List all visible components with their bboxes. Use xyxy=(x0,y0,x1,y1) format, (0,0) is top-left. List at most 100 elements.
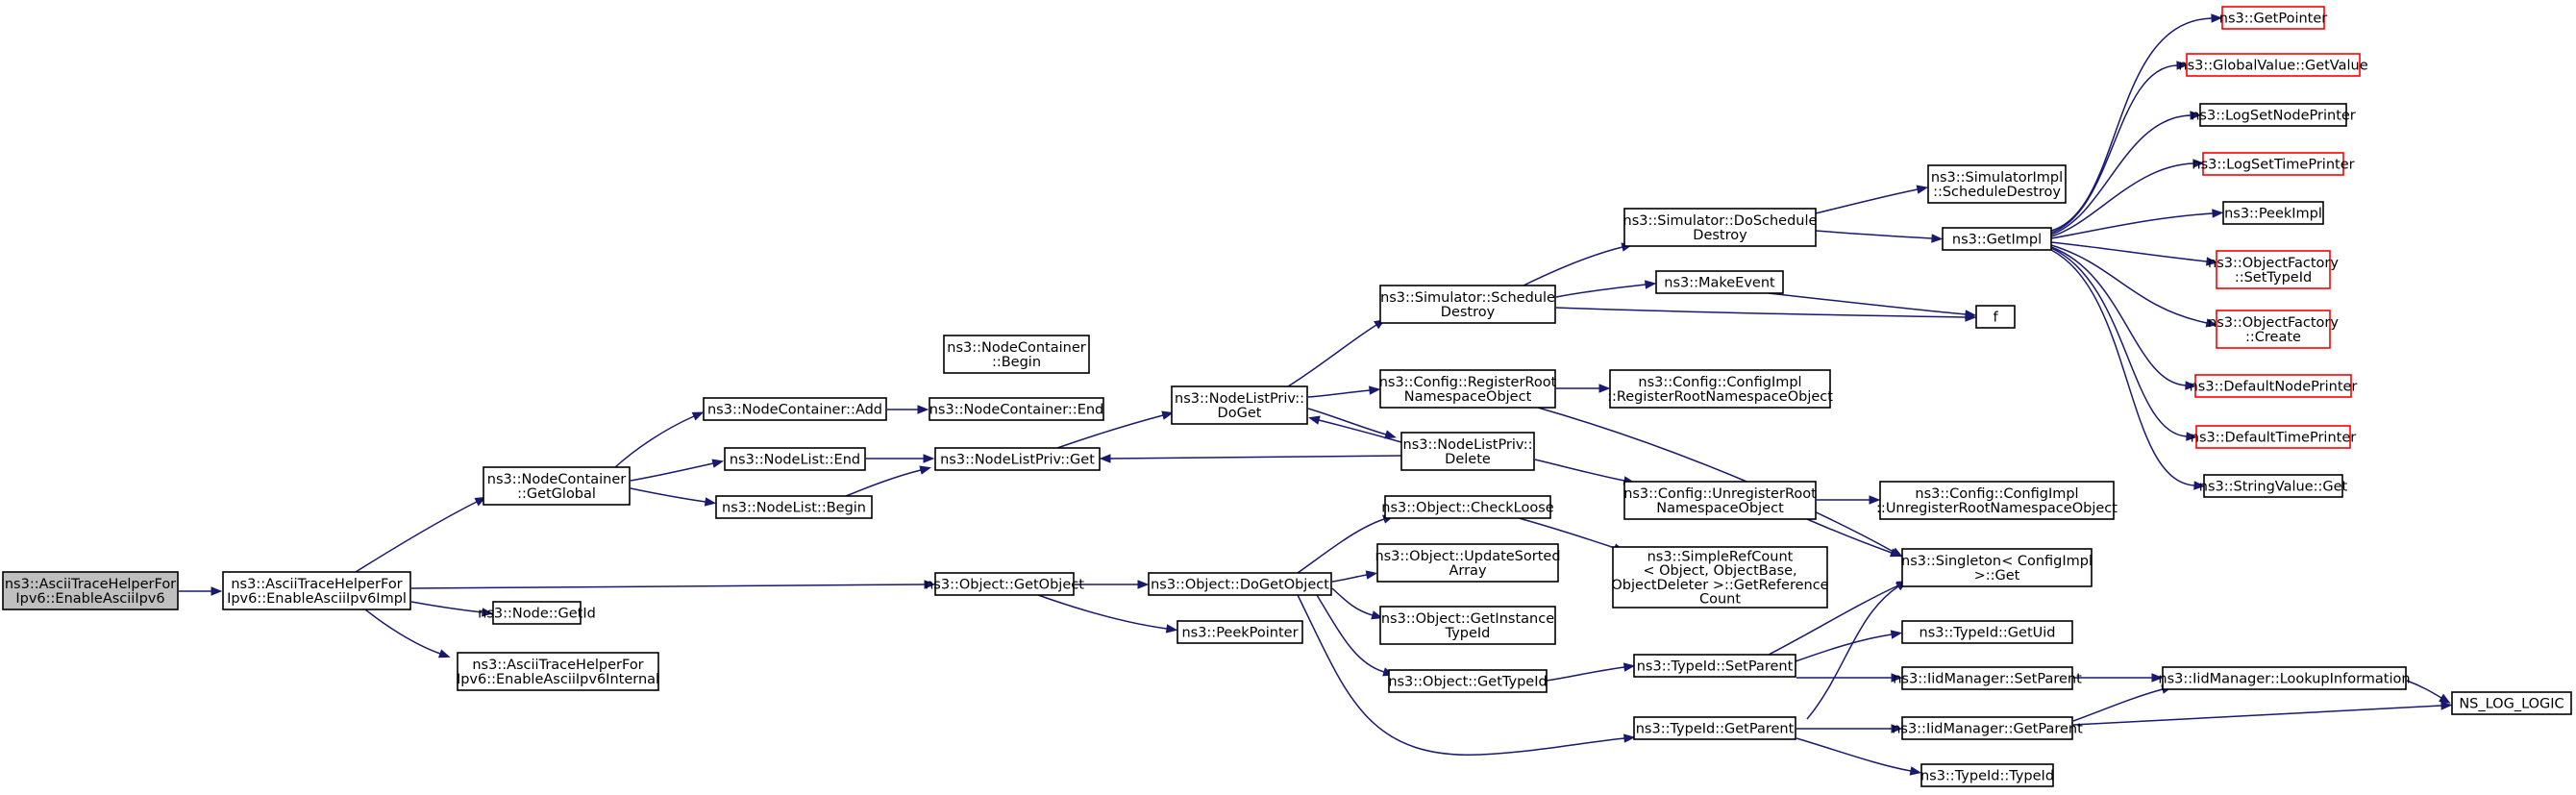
node-box xyxy=(2186,53,2361,77)
arrowhead xyxy=(2193,481,2206,490)
node-tidGetParent[interactable]: ns3::TypeId::GetParent xyxy=(1633,716,1796,740)
node-label: Delete xyxy=(1445,452,1491,467)
edge-line xyxy=(410,601,483,613)
arrowhead xyxy=(2186,432,2198,441)
node-root[interactable]: ns3::AsciiTraceHelperForIpv6::EnableAsci… xyxy=(2,571,179,610)
node-ncAdd[interactable]: ns3::NodeContainer::Add xyxy=(703,397,887,421)
node-getImpl[interactable]: ns3::GetImpl xyxy=(1942,227,2052,251)
node-label: NamespaceObject xyxy=(1656,501,1784,516)
node-simImplSched[interactable]: ns3::SimulatorImpl::ScheduleDestroy xyxy=(1927,164,2067,204)
arrowhead xyxy=(1384,430,1397,439)
node-ofSetTypeId[interactable]: ns3::ObjectFactory::SetTypeId xyxy=(2208,250,2339,289)
node-label: ns3::PeekPointer xyxy=(1181,626,1298,641)
node-defTimePrinter[interactable]: ns3::DefaultTimePrinter xyxy=(2191,425,2356,449)
node-getId[interactable]: ns3::Node::GetId xyxy=(478,601,596,625)
node-singletonGet[interactable]: ns3::Singleton< ConfigImpl >::Get xyxy=(1901,548,2093,587)
node-label: ns3::Object::UpdateSorted xyxy=(1375,549,1560,564)
node-getPointer[interactable]: ns3::GetPointer xyxy=(2219,6,2328,30)
edge-line xyxy=(630,487,706,503)
node-cfgUnreg[interactable]: ns3::Config::UnregisterRootNamespaceObje… xyxy=(1623,481,1817,520)
edge-line xyxy=(1307,389,1371,398)
node-nlBegin[interactable]: ns3::NodeList::Begin xyxy=(715,495,873,519)
arrowhead xyxy=(2439,693,2451,704)
node-iidLookup[interactable]: ns3::IidManager::LookupInformation xyxy=(2158,666,2411,690)
node-peekImpl[interactable]: ns3::PeekImpl xyxy=(2222,201,2324,225)
node-cfgImplUnreg[interactable]: ns3::Config::ConfigImpl::UnregisterRootN… xyxy=(1876,481,2118,520)
edge-getImpl-to-svGet xyxy=(2050,249,2206,490)
node-cfgReg[interactable]: ns3::Config::RegisterRootNamespaceObject xyxy=(1379,369,1557,409)
arrowhead xyxy=(1909,766,1922,776)
edge-iidLookup-to-nsLogLogic xyxy=(2406,680,2451,704)
edge-getImpl-to-logSetTime xyxy=(2050,159,2205,237)
edge-line xyxy=(1768,292,1967,315)
node-refCount[interactable]: ns3::SimpleRefCount< Object, ObjectBase,… xyxy=(1611,546,1829,609)
edge-line xyxy=(1518,517,1616,549)
node-box xyxy=(1384,495,1551,519)
node-box xyxy=(1379,606,1556,645)
edge-line xyxy=(2072,705,2442,726)
node-logSetNode[interactable]: ns3::LogSetNodePrinter xyxy=(2191,103,2356,127)
edge-line xyxy=(2050,244,2208,324)
node-iidGetParent[interactable]: ns3::IidManager::GetParent xyxy=(1892,716,2083,740)
node-ncEnd[interactable]: ns3::NodeContainer::End xyxy=(929,397,1104,421)
node-doGetObject[interactable]: ns3::Object::DoGetObject xyxy=(1148,572,1332,596)
node-logSetTime[interactable]: ns3::LogSetTimePrinter xyxy=(2192,152,2355,176)
node-label: ns3::LogSetNodePrinter xyxy=(2191,109,2356,124)
node-label: ns3::NodeContainer::Add xyxy=(707,403,882,418)
edge-iidGetParent-to-iidLookup xyxy=(2072,684,2173,722)
edge-line xyxy=(1331,587,1374,616)
node-makeEvent[interactable]: ns3::MakeEvent xyxy=(1655,270,1784,294)
node-label: ns3::StringValue::Get xyxy=(2199,480,2348,495)
arrowhead xyxy=(923,454,935,463)
node-nlEnd[interactable]: ns3::NodeList::End xyxy=(724,447,866,471)
node-box xyxy=(2216,310,2331,349)
node-checkLoose[interactable]: ns3::Object::CheckLoose xyxy=(1381,495,1554,519)
node-label: TypeId xyxy=(1445,626,1491,641)
node-gvGetValue[interactable]: ns3::GlobalValue::GetValue xyxy=(2178,53,2368,77)
edge-line xyxy=(1534,459,1625,482)
node-defNodePrinter[interactable]: ns3::DefaultNodePrinter xyxy=(2190,374,2358,398)
edge-line xyxy=(355,501,478,573)
node-ncBegin[interactable]: ns3::NodeContainer::Begin xyxy=(943,335,1090,374)
node-label: ns3::NodeContainer xyxy=(487,472,626,487)
edge-line xyxy=(2072,688,2164,722)
edge-line xyxy=(1555,284,1647,298)
node-objGetTid[interactable]: ns3::Object::GetTypeId xyxy=(1388,669,1548,693)
node-nlpDoGet[interactable]: ns3::NodeListPriv::DoGet xyxy=(1171,385,1308,425)
node-cfgImplReg[interactable]: ns3::Config::ConfigImpl::RegisterRootNam… xyxy=(1607,369,1833,409)
node-box xyxy=(2195,425,2351,449)
node-tidTypeId[interactable]: ns3::TypeId::TypeId xyxy=(1920,763,2054,787)
node-label: Destroy xyxy=(1693,228,1747,243)
node-label: ns3::TypeId::GetParent xyxy=(1636,722,1795,737)
edge-line xyxy=(845,469,922,497)
node-nlpGet[interactable]: ns3::NodeListPriv::Get xyxy=(934,447,1101,471)
node-f[interactable]: f xyxy=(1975,305,2016,329)
node-getGlobal[interactable]: ns3::NodeContainer::GetGlobal xyxy=(483,466,631,506)
node-box xyxy=(2221,6,2325,30)
node-label: ns3::Singleton< ConfigImpl xyxy=(1901,554,2093,569)
node-label: ns3::NodeListPriv::Get xyxy=(940,453,1095,468)
node-box xyxy=(715,495,873,519)
arrowhead xyxy=(1161,410,1174,420)
node-internal[interactable]: ns3::AsciiTraceHelperForIpv6::EnableAsci… xyxy=(457,652,659,691)
node-nlpDelete[interactable]: ns3::NodeListPriv::Delete xyxy=(1400,432,1535,471)
node-iidSetParent[interactable]: ns3::IidManager::SetParent xyxy=(1893,666,2082,690)
node-tidSetParent[interactable]: ns3::TypeId::SetParent xyxy=(1633,654,1796,678)
node-label: ns3::IidManager::GetParent xyxy=(1892,722,2083,737)
node-ofCreate[interactable]: ns3::ObjectFactory::Create xyxy=(2208,310,2339,349)
node-simSched[interactable]: ns3::Simulator::ScheduleDestroy xyxy=(1379,285,1556,324)
node-tidGetUid[interactable]: ns3::TypeId::GetUid xyxy=(1901,620,2073,644)
node-getObject[interactable]: ns3::Object::GetObject xyxy=(925,572,1084,596)
node-box xyxy=(1379,285,1556,324)
edge-line xyxy=(2050,247,2188,437)
edge-tidSetParent-to-tidGetUid xyxy=(1795,630,1903,662)
node-impl[interactable]: ns3::AsciiTraceHelperForIpv6::EnableAsci… xyxy=(222,571,411,610)
node-nsLogLogic[interactable]: NS_LOG_LOGIC xyxy=(2451,691,2572,715)
node-label: ns3::Config::UnregisterRoot xyxy=(1623,486,1817,502)
node-label: ns3::AsciiTraceHelperFor xyxy=(472,658,643,673)
node-peekPointer[interactable]: ns3::PeekPointer xyxy=(1177,620,1303,644)
node-svGet[interactable]: ns3::StringValue::Get xyxy=(2199,474,2348,498)
